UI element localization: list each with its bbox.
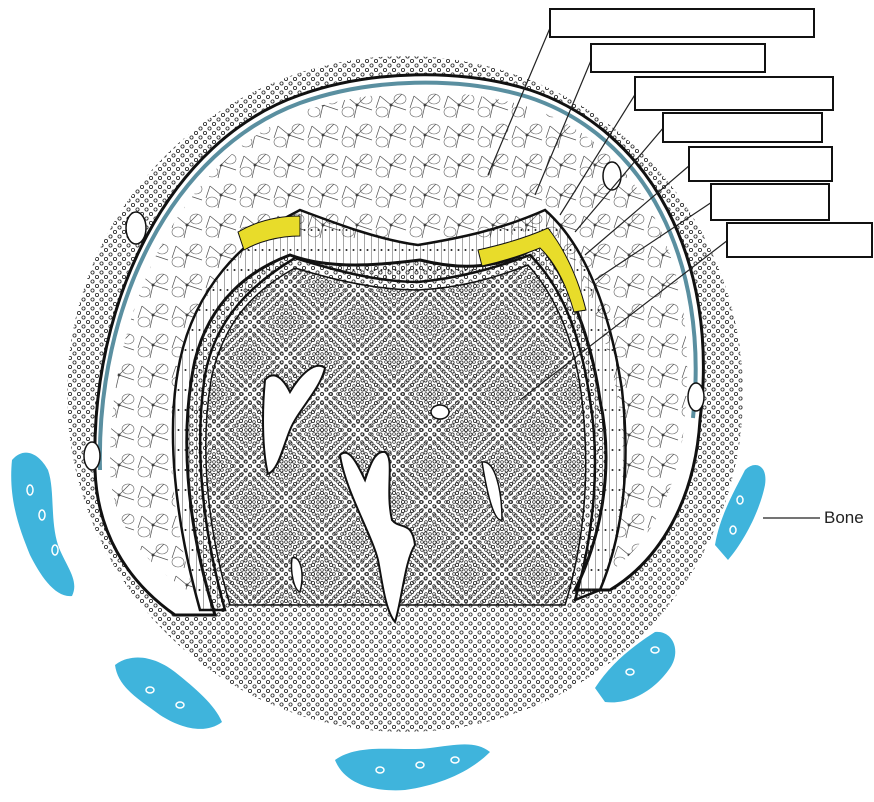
bone-fragment-bottom	[335, 744, 490, 790]
label-box-7[interactable]	[726, 222, 873, 258]
label-box-1[interactable]	[549, 8, 815, 38]
label-box-3[interactable]	[634, 76, 834, 111]
vessel-small-4	[688, 383, 704, 411]
bone-fragment-bottom-left	[115, 657, 222, 728]
vessel-small-1	[126, 212, 146, 244]
label-box-6[interactable]	[710, 183, 830, 221]
label-box-2[interactable]	[590, 43, 766, 73]
label-box-5[interactable]	[688, 146, 833, 182]
vessel-small-2	[603, 162, 621, 190]
bone-fragment-left	[11, 453, 74, 597]
vessel-small-3	[84, 442, 100, 470]
bone-label: Bone	[824, 508, 864, 528]
blood-vessel-4	[431, 405, 449, 419]
label-box-4[interactable]	[662, 112, 823, 143]
